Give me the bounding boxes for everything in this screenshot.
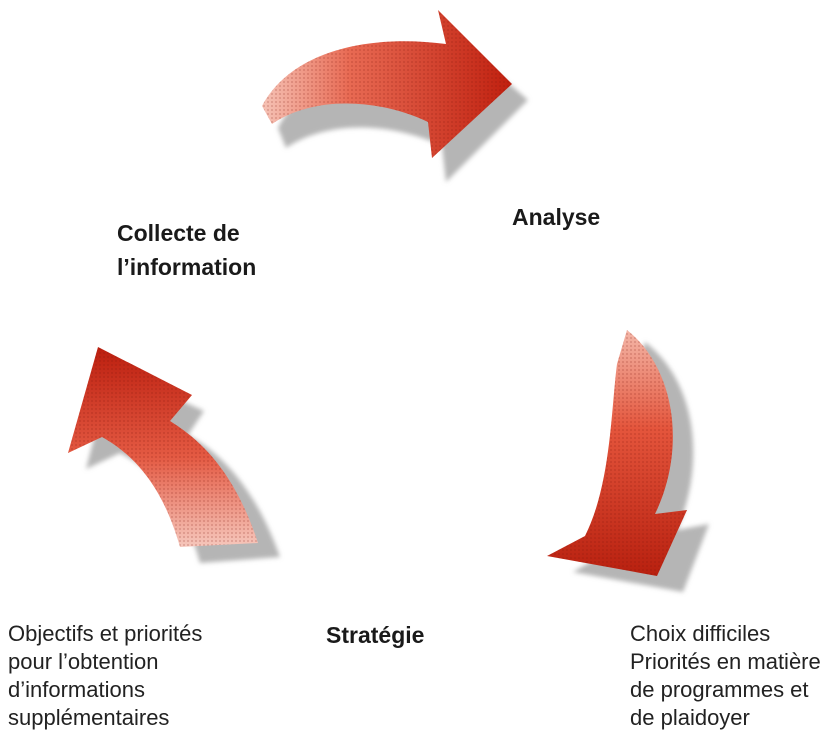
arrow-texture	[68, 347, 258, 547]
stage-label-analyse: Analyse	[512, 204, 601, 230]
note-left-line: supplémentaires	[8, 705, 170, 730]
note-right: Choix difficiles Priorités en matière de…	[630, 620, 821, 732]
curved-arrow-down-icon	[547, 330, 709, 592]
arrow-texture	[547, 330, 687, 576]
note-left-line: d’informations	[8, 677, 145, 702]
note-right-line: Priorités en matière	[630, 649, 821, 674]
note-left-line: pour l’obtention	[8, 649, 159, 674]
curved-arrow-right-icon	[262, 10, 528, 182]
note-right-line: de plaidoyer	[630, 705, 750, 730]
curved-arrow-up-icon	[68, 347, 280, 563]
note-left-line: Objectifs et priorités	[8, 621, 203, 646]
stage-label-collecte: Collecte de l’information	[117, 216, 256, 284]
stage-label-collecte-line: l’information	[117, 254, 257, 280]
note-right-line: Choix difficiles	[630, 621, 771, 646]
note-left: Objectifs et priorités pour l’obtention …	[8, 620, 202, 732]
stage-label-strategie: Stratégie	[326, 622, 425, 648]
note-right-line: de programmes et	[630, 677, 809, 702]
stage-label-collecte-line: Collecte de	[117, 220, 240, 246]
arrow-texture	[262, 10, 512, 158]
